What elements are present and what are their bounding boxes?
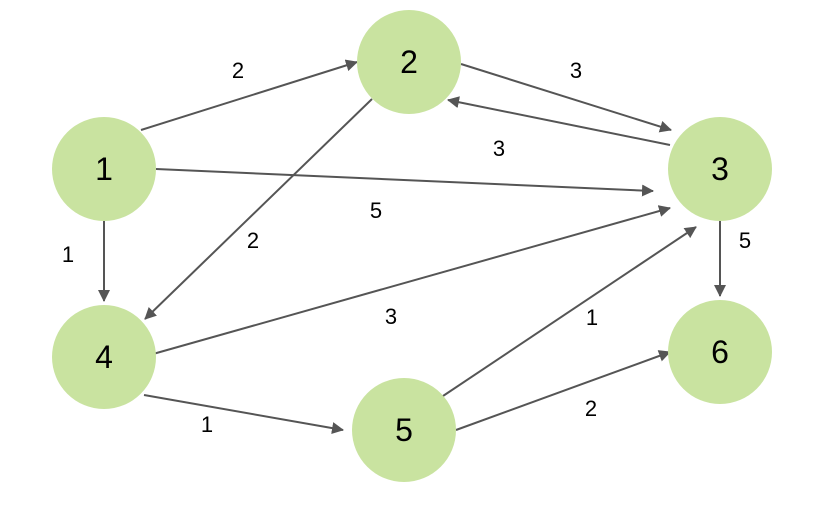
node-1: 1 <box>52 117 156 221</box>
edge-weight-1-to-2: 2 <box>232 58 244 83</box>
node-label-3: 3 <box>711 151 729 187</box>
edge-4-to-3 <box>152 205 671 355</box>
edge-2-to-4 <box>144 98 373 320</box>
edge-5-to-6 <box>455 350 671 431</box>
edge-weight-3-to-6: 5 <box>739 228 751 253</box>
nodes-layer: 1 2 3 4 5 6 <box>52 10 772 482</box>
edge-weight-3-to-2: 3 <box>493 136 505 161</box>
node-label-4: 4 <box>95 339 113 375</box>
node-circle-1 <box>52 117 156 221</box>
node-label-5: 5 <box>395 412 413 448</box>
edge-weight-2-to-3: 3 <box>570 58 582 83</box>
edge-5-to-3 <box>442 226 697 397</box>
edge-1-to-2 <box>140 59 358 131</box>
edge-3-to-2 <box>447 96 671 146</box>
node-2: 2 <box>357 10 461 114</box>
edge-weight-4-to-3: 3 <box>385 304 397 329</box>
node-3: 3 <box>668 117 772 221</box>
edge-labels-layer: 2 5 1 3 3 2 3 1 1 2 5 <box>62 58 751 437</box>
edge-2-to-3 <box>460 63 672 133</box>
edge-weight-5-to-6: 2 <box>585 396 597 421</box>
node-circle-4 <box>52 305 156 409</box>
node-label-1: 1 <box>95 151 113 187</box>
node-4: 4 <box>52 305 156 409</box>
node-circle-6 <box>668 300 772 404</box>
node-label-2: 2 <box>400 44 418 80</box>
node-6: 6 <box>668 300 772 404</box>
node-5: 5 <box>352 378 456 482</box>
edges-layer <box>98 59 726 435</box>
edge-1-to-3 <box>155 168 654 197</box>
node-label-6: 6 <box>711 334 729 370</box>
node-circle-5 <box>352 378 456 482</box>
edge-weight-1-to-3: 5 <box>370 198 382 223</box>
edge-weight-2-to-4: 2 <box>247 228 259 253</box>
edge-4-to-5 <box>143 394 344 435</box>
edge-weight-1-to-4: 1 <box>62 242 74 267</box>
node-circle-3 <box>668 117 772 221</box>
edge-weight-5-to-3: 1 <box>586 305 598 330</box>
node-circle-2 <box>357 10 461 114</box>
edge-weight-4-to-5: 1 <box>201 412 213 437</box>
